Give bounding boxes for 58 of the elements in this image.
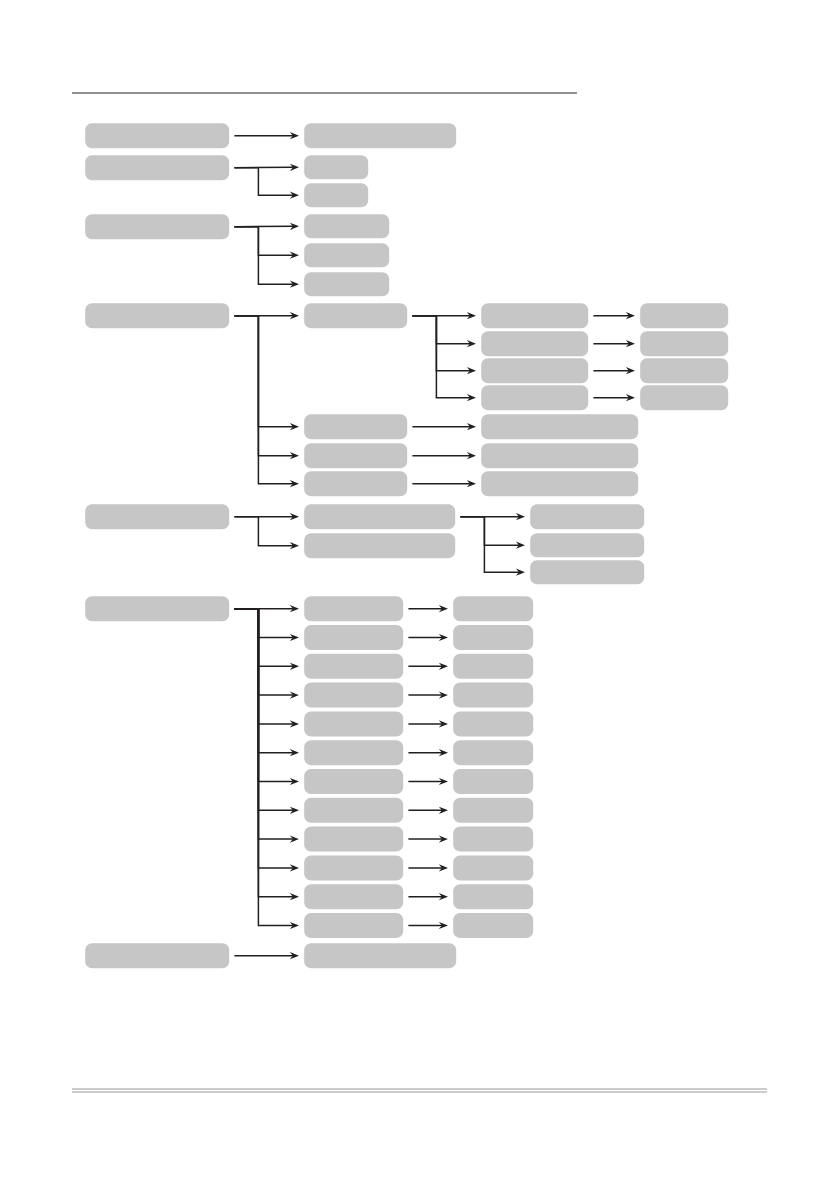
rounded-box <box>304 155 369 180</box>
rounded-box <box>304 797 404 823</box>
rounded-box <box>304 884 404 910</box>
rounded-box <box>481 414 639 440</box>
rounded-box <box>453 682 534 708</box>
rounded-box <box>304 272 390 297</box>
rounded-box <box>304 913 404 938</box>
rounded-box <box>481 385 589 411</box>
rounded-box <box>85 303 230 329</box>
rounded-box <box>304 504 456 530</box>
rounded-box <box>530 560 645 585</box>
rounded-box <box>304 682 404 708</box>
rounded-box <box>304 596 404 622</box>
rounded-box <box>453 884 534 910</box>
rounded-box <box>85 596 230 622</box>
rounded-box <box>530 504 645 530</box>
rounded-box <box>304 303 408 329</box>
rounded-box <box>453 740 534 766</box>
rounded-box <box>453 826 534 852</box>
rounded-box <box>304 243 390 268</box>
rounded-box <box>304 855 404 881</box>
rounded-box <box>453 855 534 881</box>
rounded-box <box>304 826 404 852</box>
rounded-box <box>304 740 404 766</box>
rounded-box <box>304 653 404 679</box>
rounded-box <box>481 331 589 357</box>
rounded-box <box>640 303 729 329</box>
rounded-box <box>453 797 534 823</box>
rounded-box <box>304 123 457 149</box>
rounded-box <box>453 769 534 794</box>
rounded-box <box>530 533 645 558</box>
rounded-box <box>304 769 404 794</box>
rounded-box <box>85 123 230 149</box>
rounded-box <box>481 471 639 497</box>
rounded-box <box>304 414 408 440</box>
rounded-box <box>304 533 456 559</box>
rounded-box <box>453 653 534 679</box>
rounded-box <box>85 214 230 240</box>
rounded-box <box>85 155 230 181</box>
rounded-box <box>85 504 230 530</box>
rounded-box <box>304 625 404 650</box>
rounded-box <box>304 183 369 208</box>
rounded-box <box>304 443 408 469</box>
rounded-box <box>453 711 534 737</box>
rounded-box <box>304 214 390 239</box>
rounded-box <box>453 913 534 938</box>
rounded-box <box>85 943 230 969</box>
rounded-box <box>481 443 639 469</box>
rounded-box <box>453 625 534 650</box>
rounded-box <box>453 596 534 622</box>
rounded-box <box>481 303 589 329</box>
rounded-box <box>640 358 729 384</box>
rounded-box <box>304 711 404 737</box>
rounded-box <box>304 943 457 969</box>
rounded-box <box>481 358 589 384</box>
rounded-box <box>304 471 408 497</box>
rounded-box <box>640 331 729 357</box>
rounded-box <box>640 385 729 411</box>
